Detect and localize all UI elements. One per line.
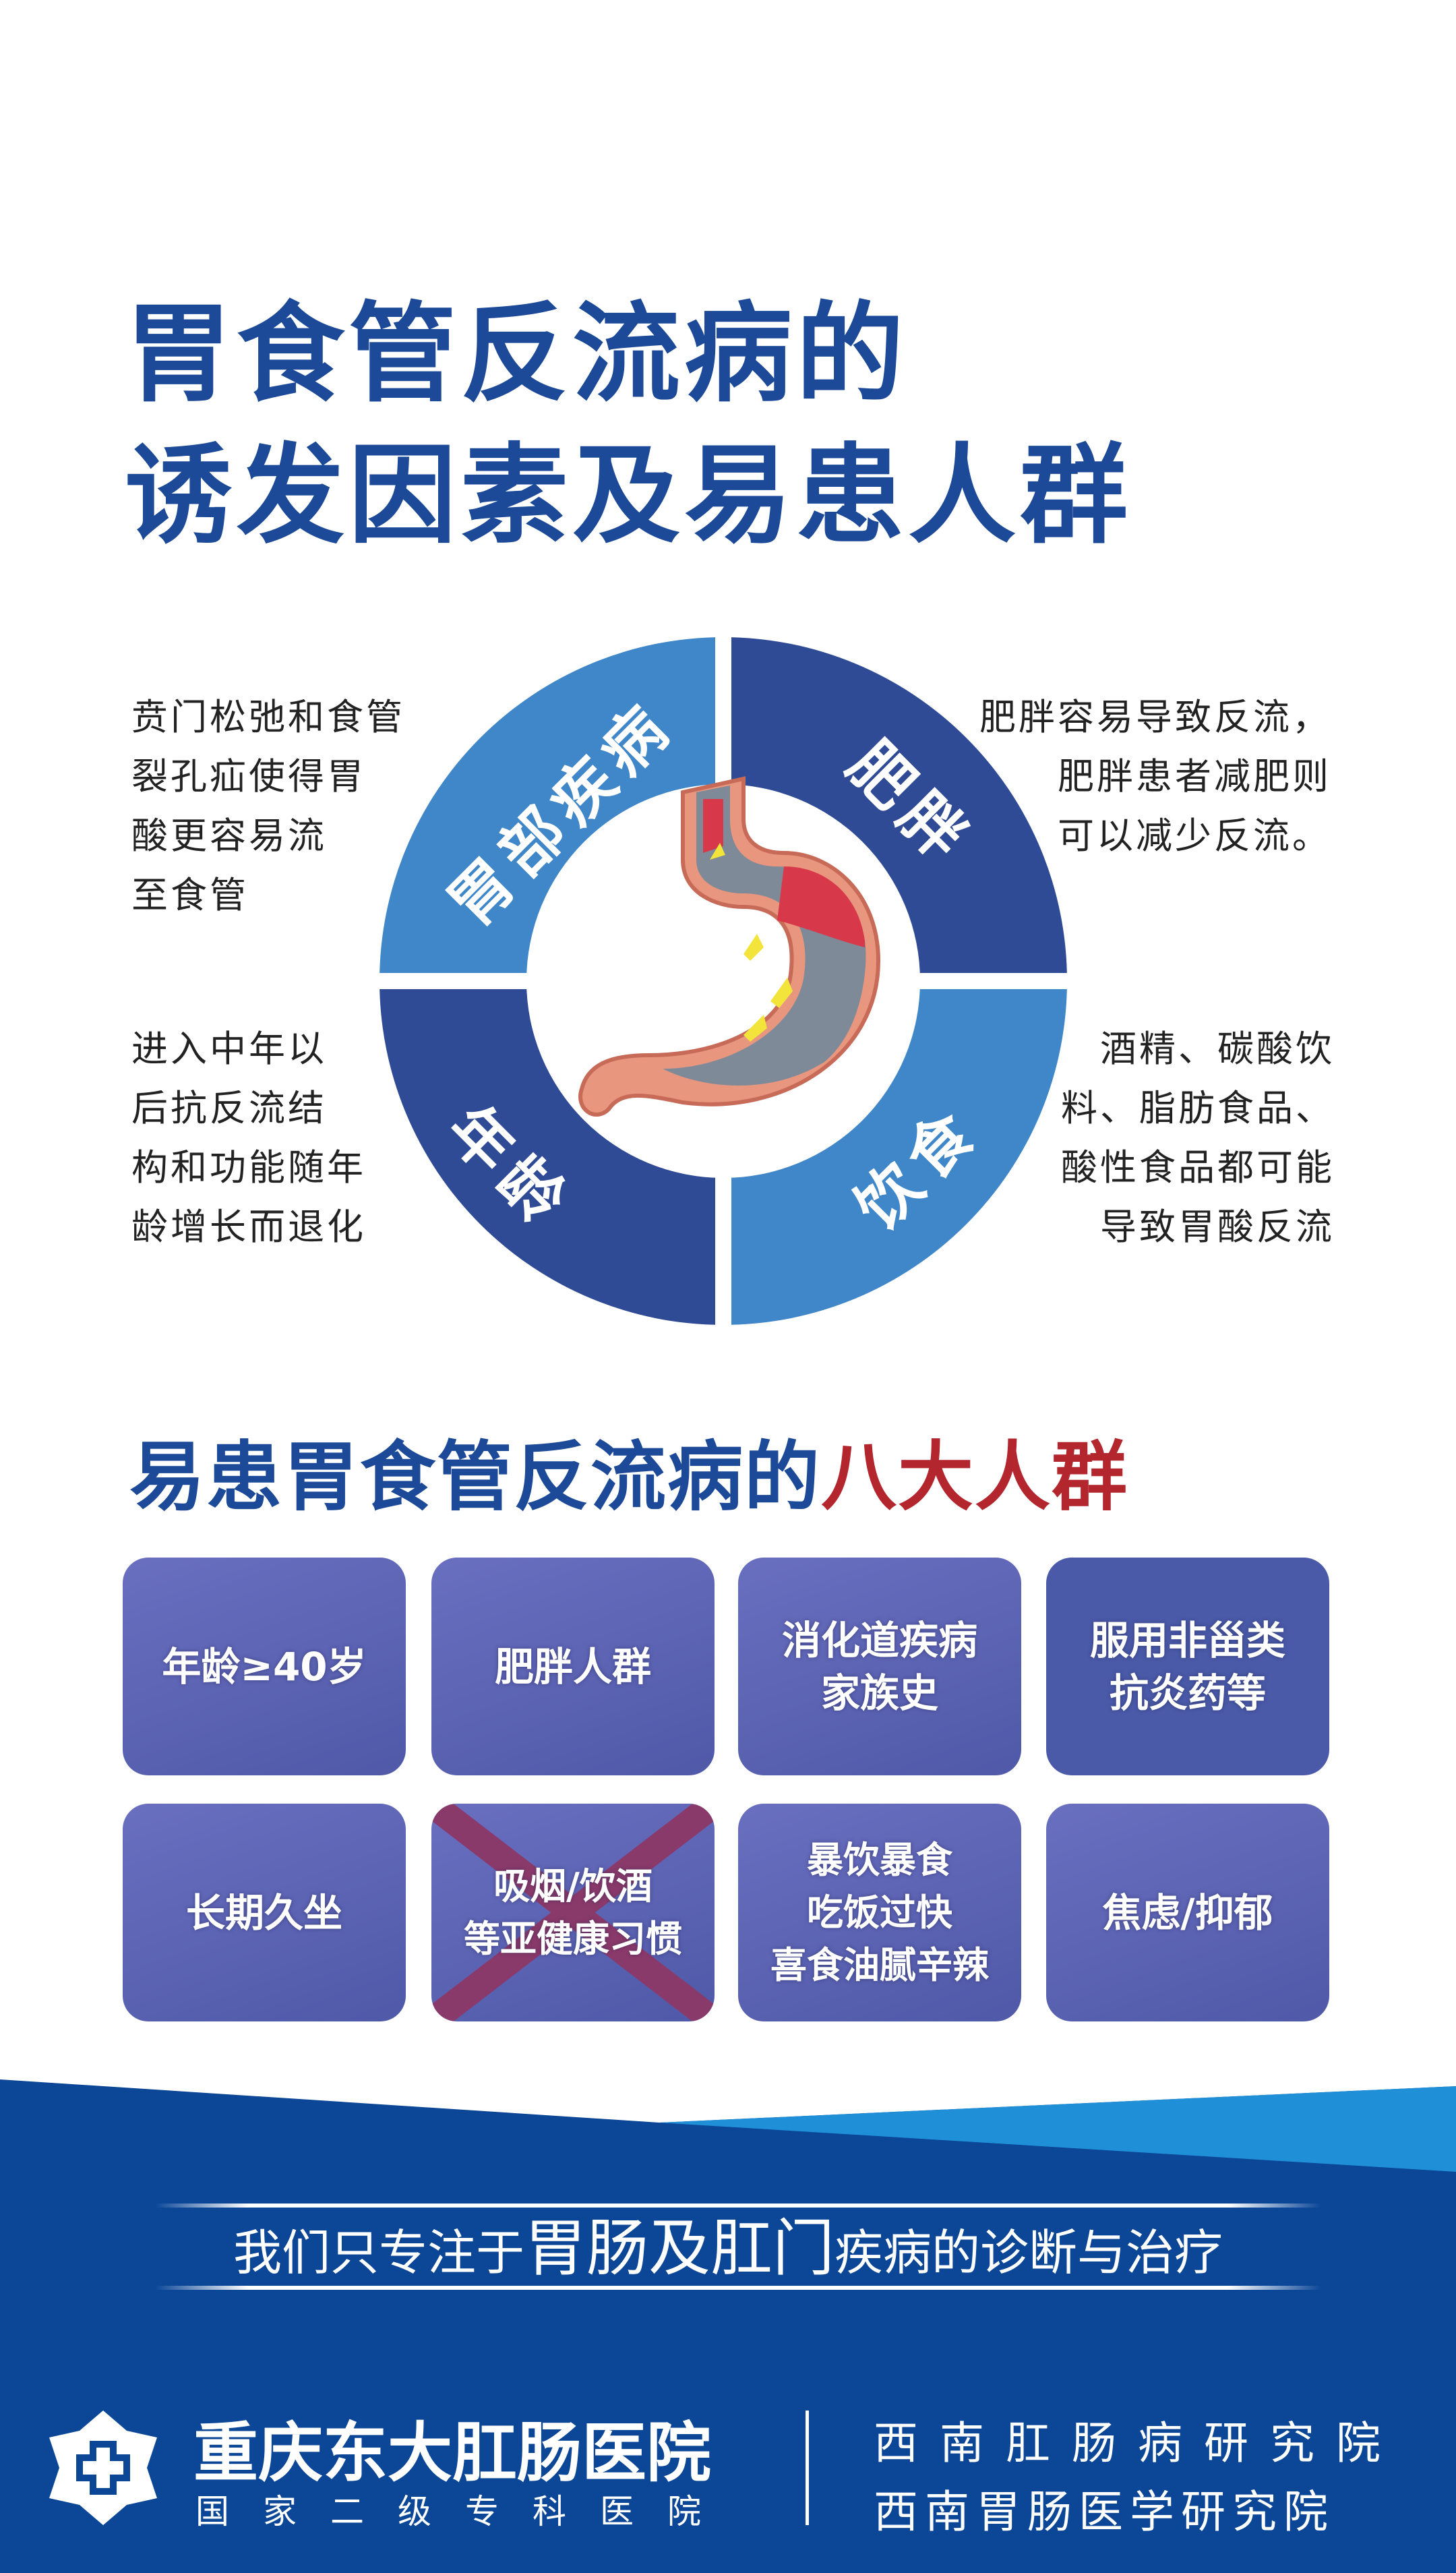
group-card: 年龄≥40岁 (123, 1558, 406, 1775)
institute-1: 西南肛肠病研究院 (874, 2417, 1402, 2469)
group-card: 焦虑/抑郁 (1046, 1804, 1329, 2021)
title-line-1: 胃食管反流病的 (125, 291, 909, 417)
factor-desc-obesity: 肥胖容易导致反流，肥胖患者减肥则可以减少反流。 (979, 696, 1331, 857)
factor-ring (366, 624, 1081, 1338)
factor-desc-diet: 酒精、碳酸饮料、脂肪食品、酸性食品都可能导致胃酸反流 (1061, 1028, 1335, 1248)
divider-line (155, 2286, 1321, 2290)
factor-desc-stomach-disease: 贲门松弛和食管裂孔疝使得胃酸更容易流至食管 (131, 696, 405, 916)
factor-desc-age: 进入中年以后抗反流结构和功能随年龄增长而退化 (131, 1028, 366, 1248)
footer-background (0, 2079, 1456, 2573)
group-card: 长期久坐 (123, 1804, 406, 2021)
group-card: 吸烟/饮酒 等亚健康习惯 (431, 1804, 715, 2021)
cross-mark-icon (431, 1804, 715, 2021)
group-card: 肥胖人群 (431, 1558, 715, 1775)
hospital-logo-icon (49, 2411, 157, 2525)
footer-slogan: 我们只专注于胃肠及肛门疾病的诊断与治疗 (233, 2212, 1223, 2284)
stomach-illustration (578, 776, 881, 1117)
institute-2: 西南胃肠医学研究院 (874, 2486, 1335, 2538)
group-card: 消化道疾病 家族史 (738, 1558, 1021, 1775)
hospital-name: 重庆东大肛肠医院 (193, 2415, 711, 2491)
title-line-2: 诱发因素及易患人群 (125, 432, 1132, 558)
footer-divider (806, 2411, 809, 2525)
group-card: 暴饮暴食 吃饭过快 喜食油腻辛辣 (738, 1804, 1021, 2021)
divider-line (155, 2204, 1321, 2208)
hospital-level: 国家二级专科医院 (195, 2492, 735, 2531)
section-subtitle: 易患胃食管反流病的八大人群 (129, 1433, 1128, 1521)
group-card: 服用非甾类 抗炎药等 (1046, 1558, 1329, 1775)
